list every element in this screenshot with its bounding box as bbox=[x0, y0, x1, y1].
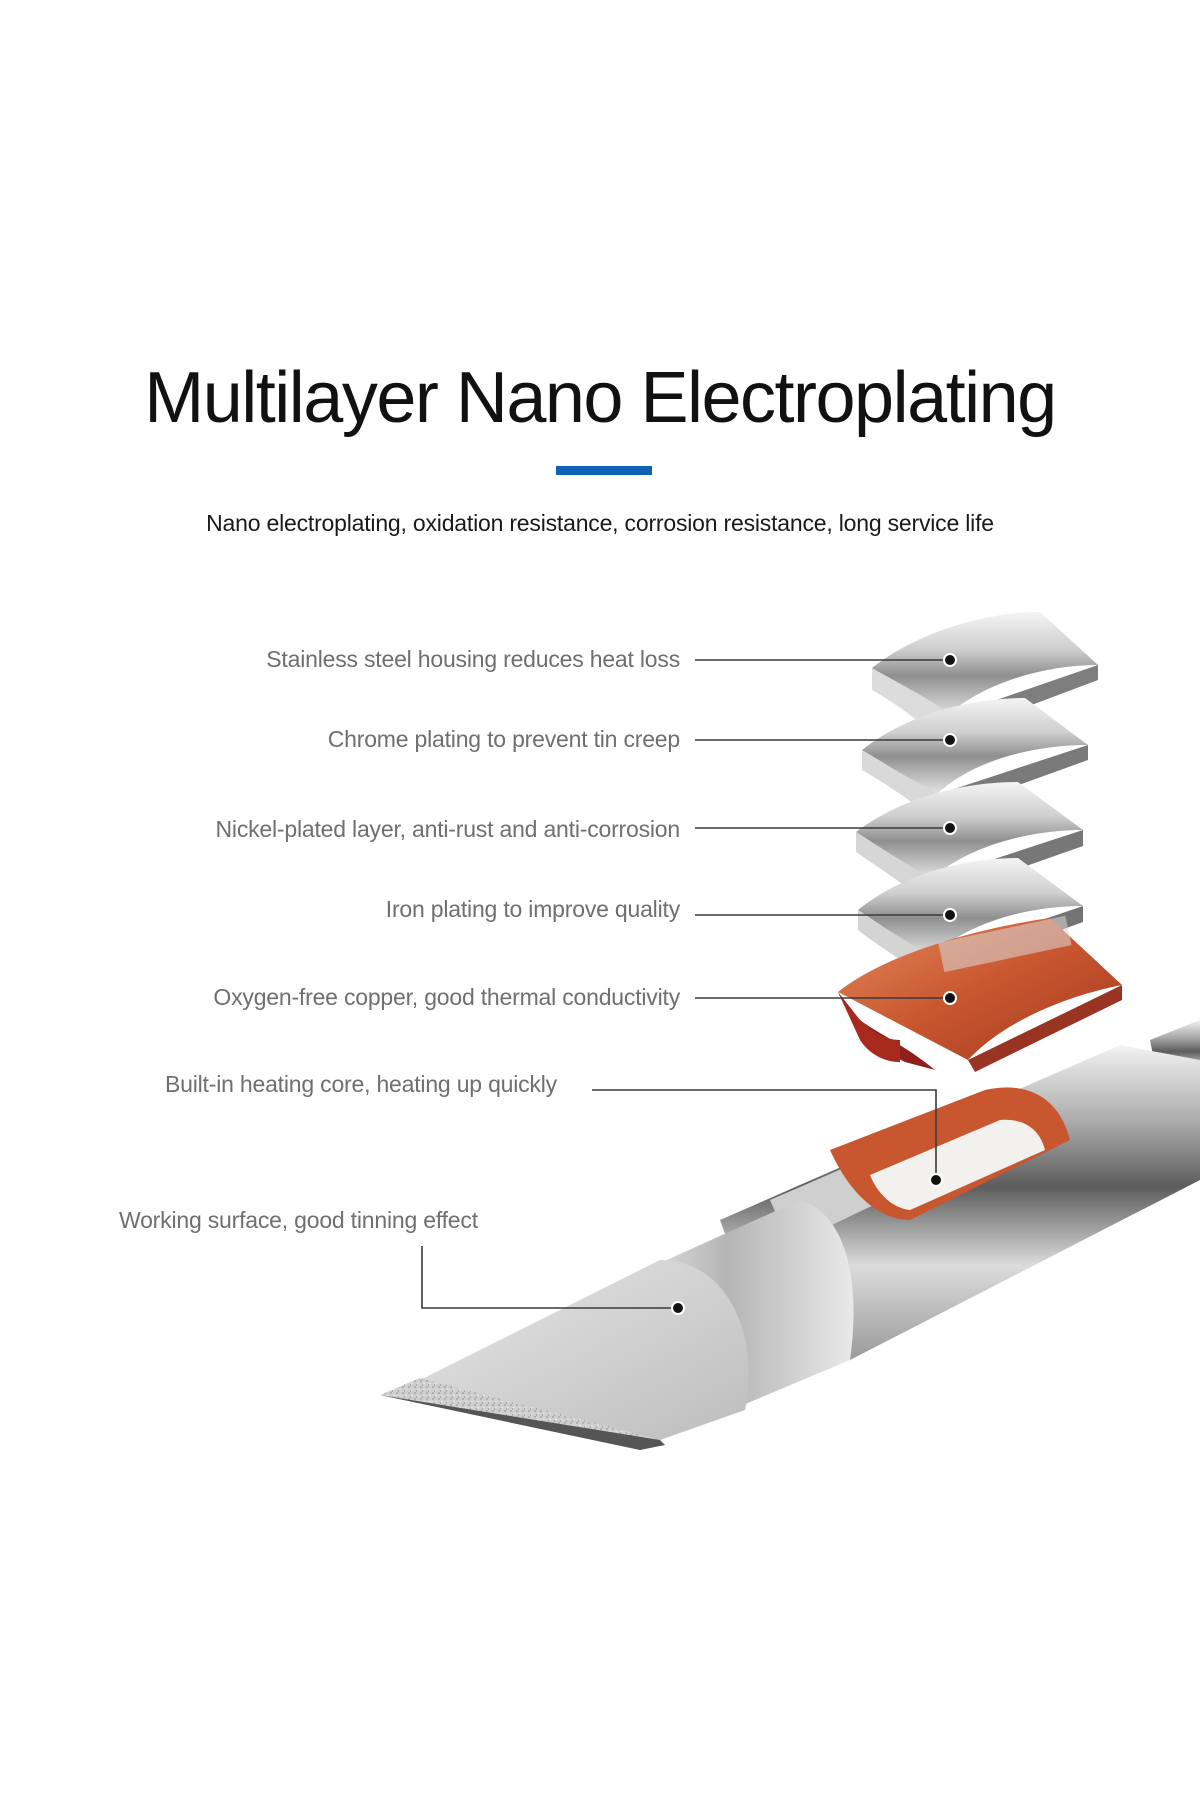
leader-line-surface bbox=[421, 1246, 678, 1309]
leader-dot-nickel bbox=[943, 821, 957, 835]
layer-label-stainless: Stainless steel housing reduces heat los… bbox=[266, 646, 680, 672]
layer-label-chrome: Chrome plating to prevent tin creep bbox=[327, 726, 680, 752]
leader-dot-copper bbox=[943, 991, 957, 1005]
leader-line-core bbox=[592, 1089, 937, 1180]
soldering-tip-body bbox=[380, 1020, 1200, 1450]
page-title: Multilayer Nano Electroplating bbox=[144, 358, 1057, 438]
leader-lines bbox=[421, 659, 950, 1309]
leader-dots bbox=[671, 653, 957, 1315]
layer-label-iron: Iron plating to improve quality bbox=[385, 896, 680, 922]
leader-dot-core bbox=[929, 1173, 943, 1187]
copper-layer-shell bbox=[838, 915, 1122, 1072]
layer-label-copper: Oxygen-free copper, good thermal conduct… bbox=[213, 984, 680, 1010]
page-subtitle: Nano electroplating, oxidation resistanc… bbox=[206, 510, 994, 536]
layer-label-core: Built-in heating core, heating up quickl… bbox=[165, 1071, 557, 1097]
leader-dot-chrome bbox=[943, 733, 957, 747]
leader-dot-surface bbox=[671, 1301, 685, 1315]
layer-label-surface: Working surface, good tinning effect bbox=[119, 1207, 478, 1233]
leader-dot-stainless bbox=[943, 653, 957, 667]
title-accent-bar bbox=[556, 466, 652, 475]
layer-label-nickel: Nickel-plated layer, anti-rust and anti-… bbox=[215, 816, 681, 842]
leader-dot-iron bbox=[943, 908, 957, 922]
